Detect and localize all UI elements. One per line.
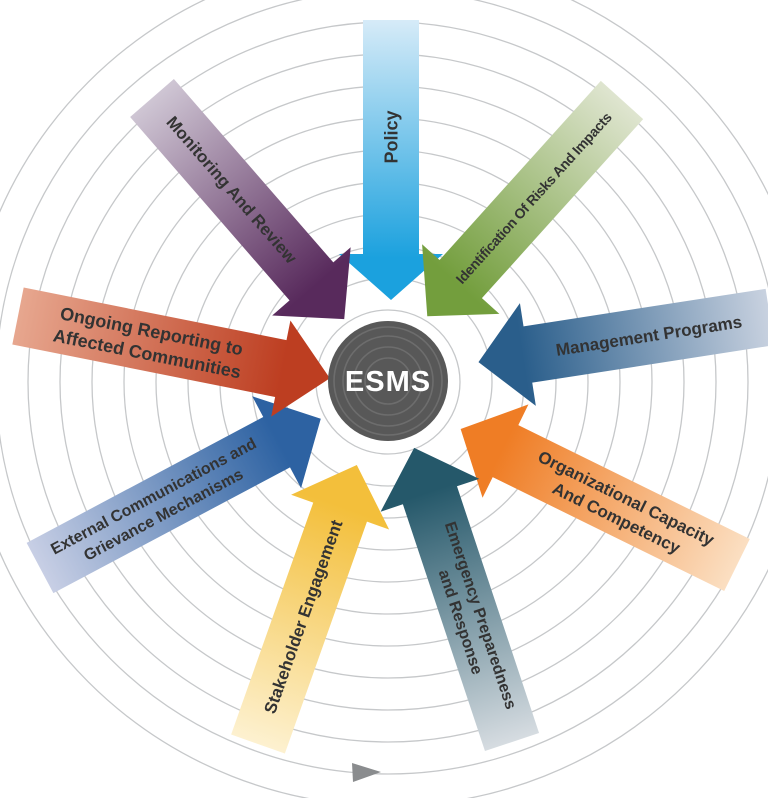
arrow-shape [231, 464, 390, 754]
arrow-shape [339, 20, 443, 300]
arrow-emergency-preparedness-and-response [380, 447, 540, 751]
arrow-organizational-capacity-and-competency [460, 404, 750, 592]
arrow-shape [26, 396, 321, 594]
arrow-shape [460, 404, 750, 592]
spiral-end-arrowhead [352, 763, 381, 782]
arrow-label-monitoring-and-review: Monitoring And Review [162, 113, 300, 268]
center-inner-rings [333, 326, 443, 436]
arrow-external-communications-and-grievance-mechanisms [26, 396, 321, 594]
arrow-label-policy: Policy [381, 110, 401, 163]
center-circle-bg [328, 321, 448, 441]
center-circle-label: ESMS [345, 366, 431, 398]
arrow-policy [339, 20, 443, 300]
arrow-shape [422, 80, 644, 317]
arrow-identification-of-risks-and-impacts [422, 80, 644, 317]
center-inner-ring [333, 326, 443, 436]
center-inner-ring [353, 346, 423, 416]
background-ring [0, 0, 768, 775]
center-circle: ESMS [328, 321, 448, 441]
arrow-stakeholder-engagement [231, 464, 390, 754]
arrow-monitoring-and-review [130, 78, 351, 320]
center-inner-ring [342, 335, 434, 427]
arrow-shape [130, 78, 351, 320]
arrow-ongoing-reporting-to-affected-communities [12, 287, 330, 417]
arrow-shape [12, 287, 330, 417]
arrow-label-identification-of-risks-and-impacts: Identification Of Risks And Impacts [453, 109, 616, 287]
center-inner-ring [364, 357, 412, 405]
arrow-shape [380, 447, 540, 751]
arrow-management-programs [478, 288, 768, 406]
arrow-shape [478, 288, 768, 406]
